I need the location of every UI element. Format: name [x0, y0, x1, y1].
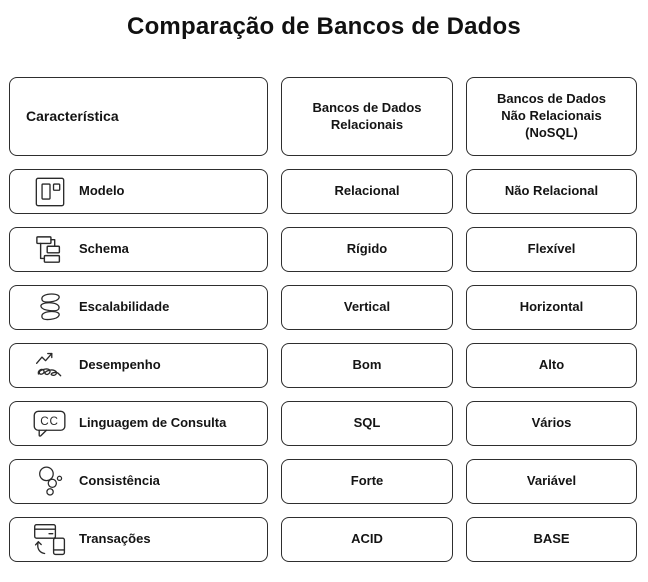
feature-cell-linguagem-de-consulta: CC Linguagem de Consulta	[9, 401, 268, 446]
relational-cell-linguagem: SQL	[281, 401, 453, 446]
relational-cell-schema: Rígido	[281, 227, 453, 272]
feature-label: Schema	[79, 241, 129, 257]
relational-cell-desempenho: Bom	[281, 343, 453, 388]
schema-hierarchy-icon	[31, 230, 69, 270]
nosql-cell-consistencia: Variável	[466, 459, 637, 504]
feature-cell-modelo: Modelo	[9, 169, 268, 214]
nosql-cell-escalabilidade: Horizontal	[466, 285, 637, 330]
relational-cell-modelo: Relacional	[281, 169, 453, 214]
svg-text:CC: CC	[40, 415, 59, 428]
consistency-circles-icon	[31, 462, 69, 502]
header-label-nao-relacionais: Bancos de Dados Não Relacionais (NoSQL)	[496, 91, 607, 140]
nosql-cell-modelo: Não Relacional	[466, 169, 637, 214]
relational-cell-escalabilidade: Vertical	[281, 285, 453, 330]
nosql-cell-desempenho: Alto	[466, 343, 637, 388]
value-label: BASE	[533, 531, 570, 547]
value-label: ACID	[351, 531, 383, 547]
header-cell-caracteristica: Característica	[9, 77, 268, 156]
feature-cell-escalabilidade: Escalabilidade	[9, 285, 268, 330]
feature-label: Linguagem de Consulta	[79, 415, 227, 431]
feature-label: Consistência	[79, 473, 160, 489]
model-layout-icon	[31, 172, 69, 212]
transactions-payment-icon	[31, 520, 69, 560]
comparison-table: Característica Bancos de Dados Relaciona…	[9, 77, 637, 562]
relational-cell-transacoes: ACID	[281, 517, 453, 562]
nosql-cell-linguagem: Vários	[466, 401, 637, 446]
value-label: Vertical	[343, 299, 391, 315]
query-language-cc-icon: CC	[31, 404, 69, 444]
value-label: Variável	[526, 473, 577, 489]
header-label-relacionais: Bancos de Dados Relacionais	[312, 99, 422, 132]
value-label: SQL	[353, 415, 381, 431]
value-label: Vários	[531, 415, 572, 431]
feature-label: Transações	[79, 531, 151, 547]
feature-label: Desempenho	[79, 357, 161, 373]
value-label: Rígido	[346, 241, 388, 257]
performance-trend-icon	[31, 346, 69, 386]
header-cell-nao-relacionais: Bancos de Dados Não Relacionais (NoSQL)	[466, 77, 637, 156]
header-cell-relacionais: Bancos de Dados Relacionais	[281, 77, 453, 156]
feature-cell-consistencia: Consistência	[9, 459, 268, 504]
value-label: Bom	[352, 357, 382, 373]
value-label: Horizontal	[519, 299, 584, 315]
feature-label: Escalabilidade	[79, 299, 170, 315]
value-label: Forte	[350, 473, 384, 489]
feature-cell-schema: Schema	[9, 227, 268, 272]
relational-cell-consistencia: Forte	[281, 459, 453, 504]
nosql-cell-schema: Flexível	[466, 227, 637, 272]
feature-cell-desempenho: Desempenho	[9, 343, 268, 388]
feature-cell-transacoes: Transações	[9, 517, 268, 562]
value-label: Flexível	[527, 241, 576, 257]
scalability-stack-icon	[31, 288, 69, 328]
header-label-feature: Característica	[26, 108, 119, 125]
page-title: Comparação de Bancos de Dados	[127, 13, 521, 40]
value-label: Relacional	[334, 183, 400, 199]
value-label: Alto	[538, 357, 565, 373]
feature-label: Modelo	[79, 183, 125, 199]
nosql-cell-transacoes: BASE	[466, 517, 637, 562]
value-label: Não Relacional	[504, 183, 599, 199]
